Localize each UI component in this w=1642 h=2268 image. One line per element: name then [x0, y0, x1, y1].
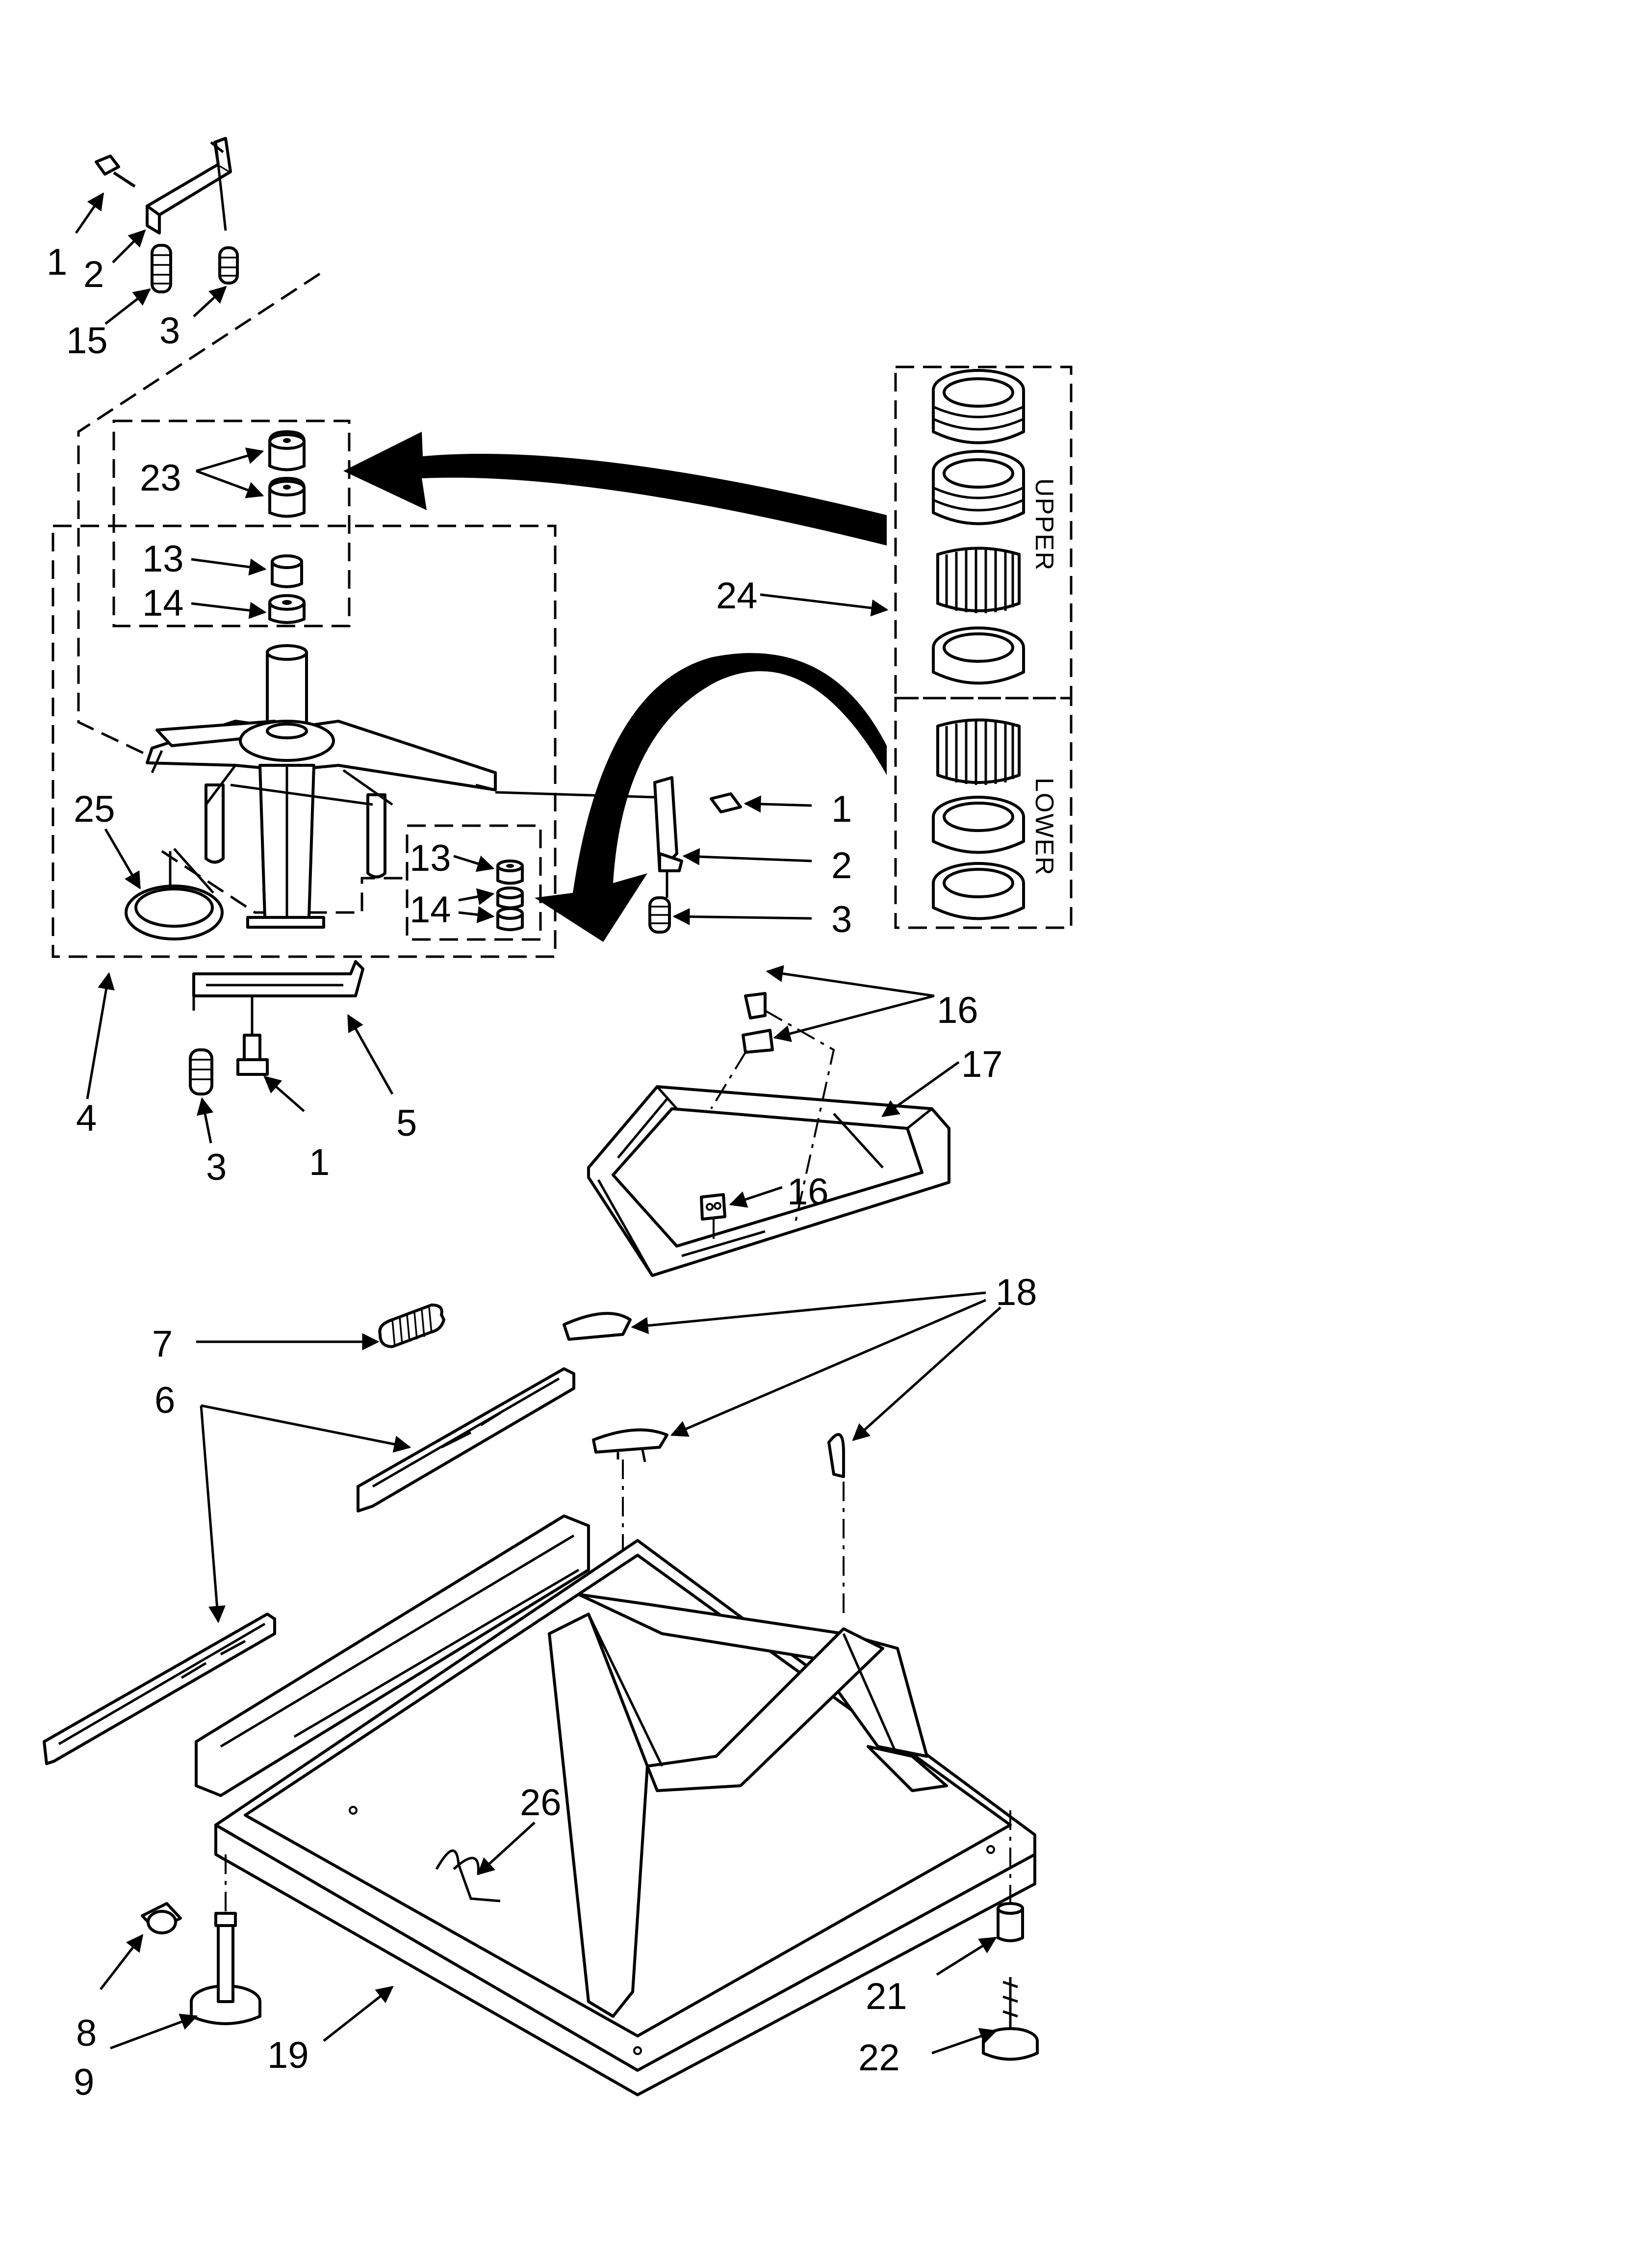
callout-3-lower: 3 [206, 1147, 227, 1188]
ring-25 [125, 848, 224, 940]
mounting-stack [496, 860, 524, 931]
base-frame-19 [195, 1514, 1036, 2096]
callout-4: 4 [76, 1097, 97, 1139]
clips-18 [563, 1312, 845, 1478]
group-box-assembly-4 [51, 524, 557, 958]
callout-17: 17 [961, 1043, 1003, 1085]
suspension-base [146, 644, 497, 929]
lower-kit-parts [932, 718, 1025, 920]
hub-stack [268, 430, 306, 624]
callout-3-top: 3 [159, 310, 180, 352]
callout-25: 25 [74, 788, 115, 830]
upper-kit-arrow [343, 432, 887, 546]
leveling-leg-9 [141, 1902, 261, 2025]
callout-6: 6 [154, 1380, 175, 1421]
callout-3-right: 3 [831, 899, 852, 940]
callout-2-right: 2 [831, 845, 852, 886]
callout-18: 18 [996, 1272, 1037, 1313]
tub-support-frame-17 [587, 992, 950, 1277]
callout-14-upper: 14 [142, 582, 184, 624]
callout-13-lower: 13 [410, 837, 451, 879]
callout-1-lower: 1 [309, 1142, 330, 1183]
bottom-bracket-5 [189, 960, 364, 1095]
group-box-lower-kit [894, 697, 1073, 929]
callout-15: 15 [66, 320, 108, 362]
group-box-hub-parts [112, 419, 351, 627]
group-box-mounting-parts [406, 824, 542, 941]
callout-13-upper: 13 [142, 538, 184, 580]
rod-6-lower [43, 1613, 276, 1765]
callout-19: 19 [267, 2034, 309, 2076]
callout-26: 26 [520, 1782, 562, 1824]
callout-23: 23 [140, 457, 181, 499]
callout-21: 21 [866, 1976, 907, 2017]
callout-9: 9 [74, 2061, 94, 2103]
top-bracket-assembly [95, 137, 239, 293]
callout-5: 5 [396, 1102, 417, 1144]
rod-6-upper [357, 1367, 575, 1512]
callout-16-frame: 16 [787, 1171, 829, 1213]
upper-kit-parts [932, 369, 1025, 685]
callout-1-right: 1 [831, 788, 852, 830]
bracket-guide-line [77, 272, 321, 763]
lower-kit-label: LOWER [1030, 778, 1058, 876]
spring-7 [378, 1303, 445, 1348]
lower-kit-arrow [535, 653, 887, 942]
callout-2-top: 2 [83, 254, 104, 295]
callout-1-top: 1 [47, 241, 67, 283]
leveling-leg-22 [982, 1902, 1039, 2061]
side-bracket [495, 776, 742, 934]
callout-8: 8 [76, 2012, 97, 2054]
callout-7: 7 [152, 1323, 173, 1365]
leader-lines [75, 192, 1001, 2055]
callout-22: 22 [858, 2037, 900, 2079]
callout-labels: 1 2 15 3 23 13 14 25 13 14 4 3 1 5 24 1 … [47, 241, 1037, 2103]
callout-14-lower: 14 [410, 889, 451, 931]
upper-kit-label: UPPER [1030, 478, 1058, 571]
callout-24: 24 [716, 575, 758, 617]
callout-16-top: 16 [937, 990, 978, 1031]
